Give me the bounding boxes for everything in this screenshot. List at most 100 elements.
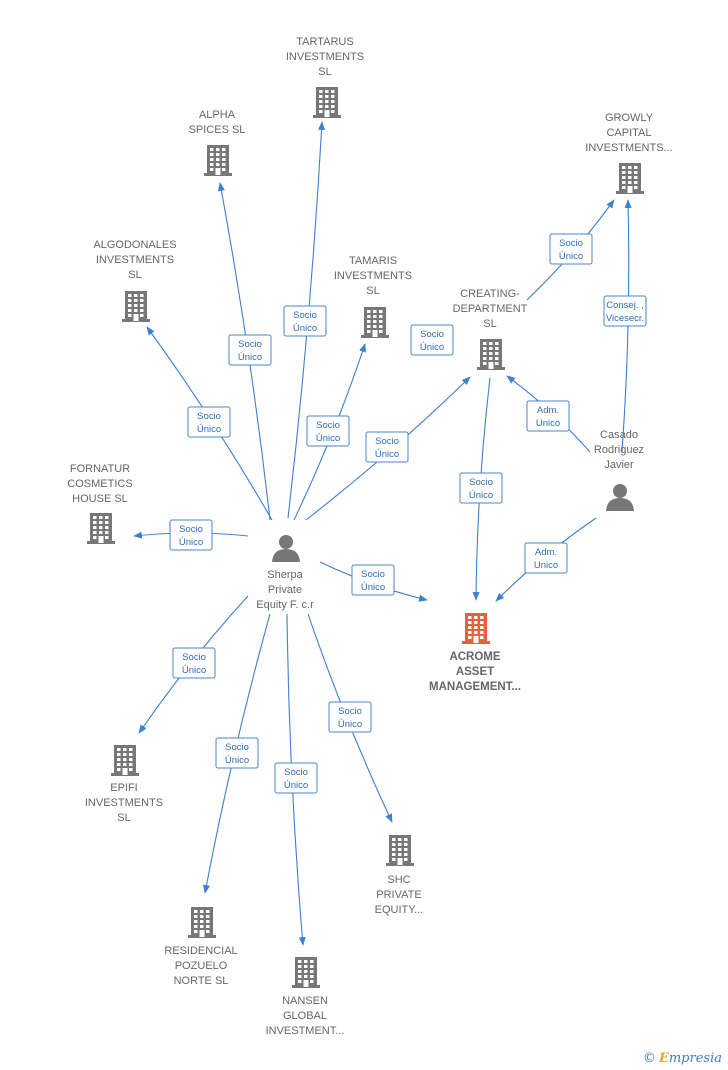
node-label: SHC <box>387 874 410 886</box>
building-icon[interactable] <box>292 957 320 988</box>
node-shc[interactable]: SHC PRIVATE EQUITY... <box>375 835 424 916</box>
edge-label-casado-to-creating: Adm.Unico <box>526 400 570 432</box>
node-label: SL <box>117 812 130 824</box>
edge-label-text: Único <box>179 537 203 548</box>
brand-name: mpresia <box>668 1051 722 1066</box>
node-label: FORNATUR <box>70 463 130 475</box>
node-label: Javier <box>604 459 634 471</box>
edge-label-text: Único <box>559 251 583 262</box>
edge-label-box <box>328 701 372 733</box>
copyright-icon: © <box>642 1051 656 1066</box>
edge-label-box <box>169 519 213 551</box>
edge-label-box <box>306 415 350 447</box>
edge-label-text: Adm. <box>535 547 557 558</box>
node-label: TAMARIS <box>349 255 397 267</box>
edge-label-text: Socio <box>316 420 340 431</box>
building-icon[interactable] <box>122 291 150 322</box>
edge-label-text: Socio <box>559 238 583 249</box>
node-alpha[interactable]: ALPHA SPICES SL <box>189 109 246 176</box>
node-acrome[interactable]: ACROMEASSETMANAGEMENT... <box>429 613 521 693</box>
edge-label-box <box>274 762 318 794</box>
node-nansen[interactable]: NANSENGLOBALINVESTMENT... <box>266 957 345 1037</box>
person-icon[interactable] <box>606 484 634 511</box>
node-label: Rodriguez <box>594 444 644 456</box>
node-label: SL <box>366 285 379 297</box>
edge-label-text: Único <box>238 352 262 363</box>
edge-label-text: Vicesecr. <box>606 313 644 324</box>
edge-label-box <box>410 324 454 356</box>
building-icon[interactable] <box>111 745 139 776</box>
node-label: ALGODONALES <box>93 239 176 251</box>
node-label: TARTARUS <box>296 36 353 48</box>
building-icon[interactable] <box>188 907 216 938</box>
node-label: INVESTMENTS... <box>585 142 672 154</box>
building-icon[interactable] <box>616 163 644 194</box>
building-icon[interactable] <box>313 87 341 118</box>
edge-label-text: Único <box>293 323 317 334</box>
edge-label-box <box>228 334 272 366</box>
edge-label-text: Único <box>469 490 493 501</box>
edge-label-box <box>524 542 568 574</box>
node-label: INVESTMENTS <box>334 270 412 282</box>
edge-label-text: Único <box>182 665 206 676</box>
edge-label-text: Único <box>316 433 340 444</box>
node-label: Private <box>268 584 302 596</box>
node-label: INVESTMENTS <box>286 51 364 63</box>
edge-label-text: Consej. , <box>606 300 644 311</box>
building-icon[interactable] <box>462 613 490 644</box>
node-growly[interactable]: GROWLY CAPITAL INVESTMENTS... <box>585 112 673 194</box>
node-label: CAPITAL <box>606 127 651 139</box>
edge-label-text: Único <box>197 424 221 435</box>
node-label: EQUITY... <box>375 904 424 916</box>
node-label: POZUELO <box>175 960 228 972</box>
node-label: PRIVATE <box>376 889 421 901</box>
node-label: DEPARTMENT <box>453 303 528 315</box>
edge-label-casado-to-growly: Consej. , Vicesecr. <box>603 295 647 327</box>
node-label: RESIDENCIAL <box>164 945 237 957</box>
edge-label-text: Socio <box>225 742 249 753</box>
edge-label-text: Socio <box>197 411 221 422</box>
edge-label-box <box>365 431 409 463</box>
node-label: EPIFI <box>110 782 138 794</box>
edge-label-box <box>603 295 647 327</box>
edge-label-text: Socio <box>284 767 308 778</box>
building-icon[interactable] <box>87 513 115 544</box>
building-icon[interactable] <box>361 307 389 338</box>
brand-initial: E <box>658 1051 669 1066</box>
edge-label-text: Adm. <box>537 405 559 416</box>
node-tamaris[interactable]: TAMARIS INVESTMENTS SL <box>334 255 412 338</box>
node-label: ALPHA <box>199 109 236 121</box>
building-icon[interactable] <box>477 339 505 370</box>
person-icon[interactable] <box>272 535 300 562</box>
node-label: GROWLY <box>605 112 654 124</box>
building-icon[interactable] <box>204 145 232 176</box>
edge-label-text: Socio <box>361 569 385 580</box>
edge-label-box <box>459 472 503 504</box>
building-icon[interactable] <box>386 835 414 866</box>
node-label: ASSET <box>456 666 494 678</box>
edge-label-text: Unico <box>534 560 558 571</box>
edge-label-text: Único <box>361 582 385 593</box>
edge-label-text: Socio <box>182 652 206 663</box>
node-label: SPICES SL <box>189 124 246 136</box>
edge-label-casado-to-acrome: Adm. Unico <box>524 542 568 574</box>
edge-label-box <box>172 647 216 679</box>
edge-label-text: Socio <box>375 436 399 447</box>
node-label: SL <box>483 318 496 330</box>
